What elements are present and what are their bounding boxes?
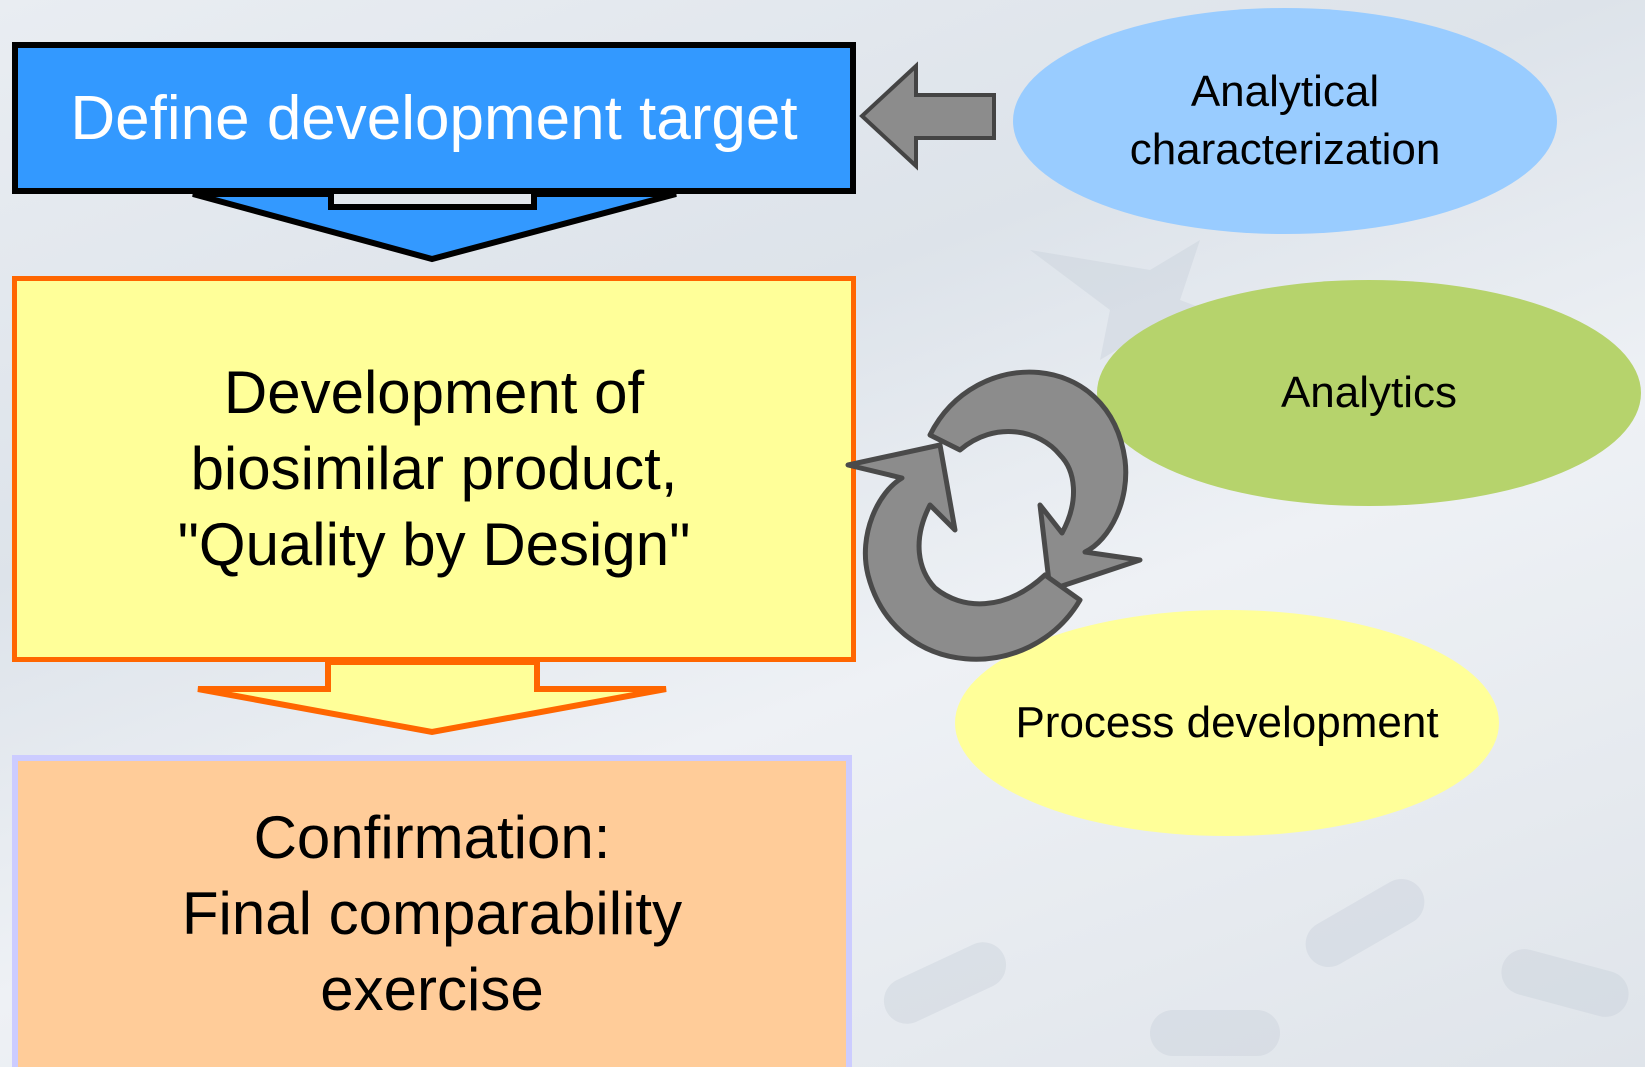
define-target-box: Define development target [12,42,856,194]
development-box: Development of biosimilar product, "Qual… [12,276,856,662]
analytics-label: Analytics [1280,368,1458,417]
analytical-characterization-label: Analytical characterization [1129,67,1441,174]
cycle-arrows-icon [845,369,1143,662]
analytical-characterization-ellipse: Analytical characterization [1013,8,1557,234]
confirmation-box: Confirmation: Final comparability exerci… [12,755,852,1067]
confirmation-label: Confirmation: Final comparability exerci… [181,804,683,1023]
analytics-ellipse: Analytics [1097,280,1641,506]
down-arrow-yellow [197,659,667,736]
development-label: Development of biosimilar product, "Qual… [177,359,691,578]
process-development-label: Process development [1015,698,1439,747]
define-target-label: Define development target [70,83,798,153]
process-development-ellipse: Process development [955,610,1499,836]
down-arrow-blue [192,191,677,263]
left-arrow-gray [859,61,996,171]
